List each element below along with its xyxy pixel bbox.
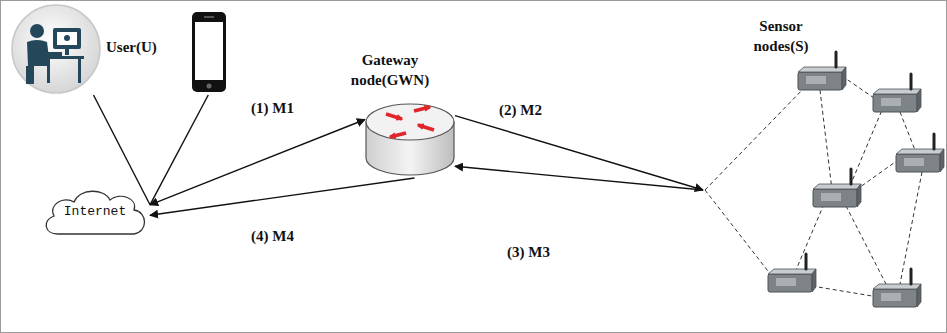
phone-icon bbox=[192, 12, 226, 92]
router-icon bbox=[365, 100, 455, 178]
node-label: User(U) bbox=[106, 37, 157, 57]
person-at-computer bbox=[26, 24, 84, 84]
sensor-node: Sensor nodes(S) bbox=[703, 12, 947, 325]
message-arrow bbox=[150, 95, 208, 205]
message-label: (2) M2 bbox=[497, 101, 544, 119]
sensor-network bbox=[703, 12, 947, 325]
message-label: (1) M1 bbox=[249, 99, 296, 117]
message-arrow bbox=[94, 95, 151, 205]
node-label: Internet bbox=[40, 204, 150, 220]
gateway-node: Gateway node(GWN) bbox=[365, 100, 455, 178]
user-node: User(U) bbox=[8, 3, 233, 95]
message-label: (4) M4 bbox=[249, 227, 296, 245]
message-arrow bbox=[150, 178, 415, 215]
node-label: Sensor nodes(S) bbox=[739, 16, 823, 56]
sensor-devices bbox=[768, 52, 944, 307]
message-arrow bbox=[150, 120, 365, 205]
message-arrow bbox=[455, 166, 703, 190]
node-label: Gateway node(GWN) bbox=[340, 50, 440, 90]
user-circle bbox=[12, 5, 100, 93]
message-label: (3) M3 bbox=[505, 243, 552, 261]
internet-node: Internet bbox=[40, 185, 150, 240]
message-arrow bbox=[455, 116, 703, 190]
